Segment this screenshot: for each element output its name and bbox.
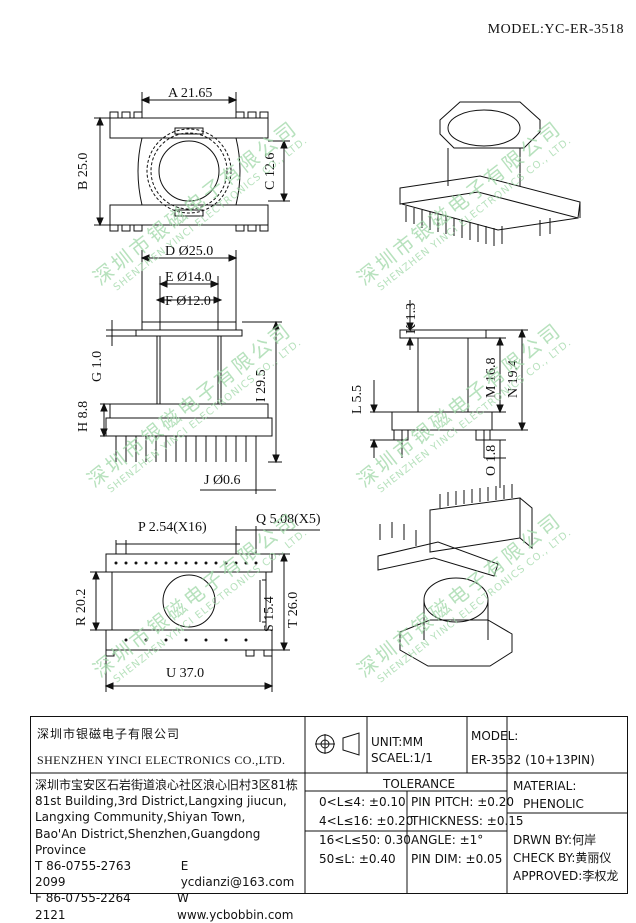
company-name-en: SHENZHEN YINCI ELECTRONICS CO.,LTD. <box>37 753 286 767</box>
dim-r-label: R 20.2 <box>74 588 89 626</box>
email: E ycdianzi@163.com <box>180 859 295 890</box>
dim-g-label: G 1.0 <box>90 350 105 382</box>
approved-by: APPROVED:李权龙 <box>513 869 619 883</box>
dim-e-label: E Ø14.0 <box>165 270 212 285</box>
front-view <box>100 250 282 494</box>
pin-row-front <box>115 436 257 462</box>
iso-view-top <box>399 101 581 246</box>
dim-a-label: A 21.65 <box>168 86 213 101</box>
dim-m-label: M 16.8 <box>484 357 499 398</box>
dim-i-label: I 29.5 <box>254 369 269 402</box>
company-name-cn: 深圳市银磁电子有限公司 <box>37 727 181 741</box>
projection-symbol-icon <box>315 732 360 756</box>
dim-t-label: T 26.0 <box>286 591 301 628</box>
dim-n-label: N 19.4 <box>506 359 521 398</box>
iso-pins-top <box>405 206 551 246</box>
pin-dots-bottom <box>114 561 258 642</box>
tolerance-right: PIN PITCH: ±0.20 THICKNESS: ±0.15 ANGLE:… <box>411 795 524 866</box>
dim-c-label: C 12.6 <box>263 152 278 190</box>
tolerance-left: 0<L≤4: ±0.10 4<L≤16: ±0.20 16<L≤50: 0.30… <box>319 795 414 866</box>
dim-u-label: U 37.0 <box>166 666 205 681</box>
signoff-block: DRWN BY:何岸 CHECK BY:黄丽仪 APPROVED:李权龙 <box>513 831 618 885</box>
dim-d-label: D Ø25.0 <box>165 244 214 259</box>
material-label: MATERIAL: <box>513 779 577 793</box>
dim-s-label: S 15.4 <box>262 596 277 632</box>
dim-j-label: J Ø0.6 <box>204 473 241 488</box>
material-value: PHENOLIC <box>523 797 584 811</box>
dim-k-label: K 1.3 <box>404 302 419 334</box>
title-block-grid <box>31 717 627 893</box>
check-by: CHECK BY:黄丽仪 <box>513 851 612 865</box>
website: W www.ycbobbin.com <box>177 891 294 922</box>
scale-label: SCAEL:1/1 <box>371 751 433 765</box>
iso-pins-bottom <box>379 484 513 546</box>
iso-view-bottom <box>377 484 533 667</box>
title-block: 深圳市银磁电子有限公司 SHENZHEN YINCI ELECTRONICS C… <box>30 716 628 922</box>
unit-label: UNIT:MM <box>371 735 424 749</box>
top-view <box>94 92 290 232</box>
bottom-view <box>90 526 320 692</box>
side-view <box>370 300 528 488</box>
company-address: 深圳市宝安区石岩街道浪心社区浪心旧村3区81栋 81st Building,3r… <box>35 777 303 923</box>
tolerance-label: TOLERANCE <box>383 777 456 791</box>
dim-l-label: L 5.5 <box>350 384 365 414</box>
top-teeth-upper <box>109 111 269 232</box>
dim-p-label: P 2.54(X16) <box>138 520 207 535</box>
dim-h-label: H 8.8 <box>76 400 91 432</box>
tel: T 86-0755-2763 2099 <box>35 859 132 890</box>
drawn-by: DRWN BY:何岸 <box>513 833 597 847</box>
dim-f-label: F Ø12.0 <box>165 294 211 309</box>
model-value: ER-3532 (10+13PIN) <box>471 753 595 767</box>
dim-o-label: O 1.8 <box>484 444 499 476</box>
model-title: MODEL:YC-ER-3518 <box>487 22 624 37</box>
technical-drawing <box>90 92 581 692</box>
model-label: MODEL: <box>471 729 519 743</box>
dim-b-label: B 25.0 <box>76 152 91 190</box>
dim-q-label: Q 5.08(X5) <box>256 512 321 527</box>
fax: F 86-0755-2264 2121 <box>35 891 131 922</box>
